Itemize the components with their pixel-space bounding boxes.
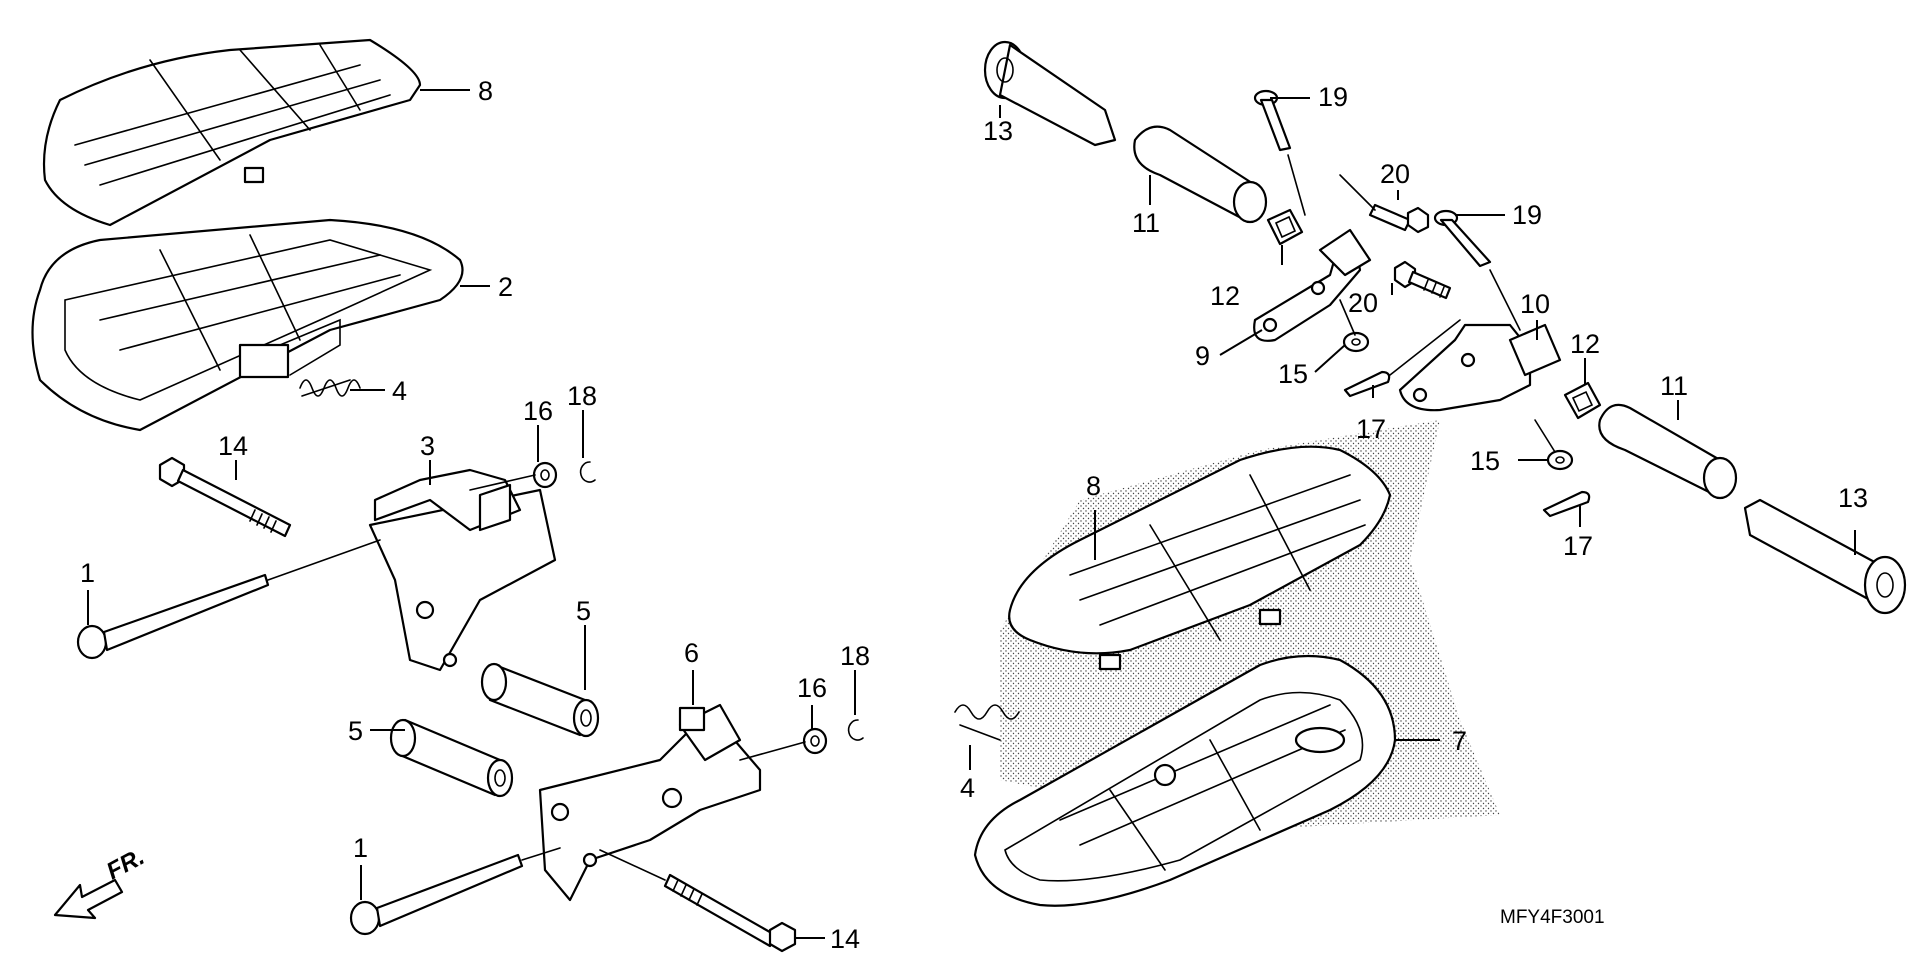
callout-6: 6	[684, 638, 699, 668]
callout-3: 3	[420, 431, 435, 461]
callout-11-upper: 11	[1132, 208, 1160, 238]
front-arrow-icon	[53, 878, 124, 920]
part-12-washer-lower	[1563, 381, 1602, 420]
part-16-washer-upper	[532, 461, 558, 489]
callout-7: 7	[1452, 726, 1467, 756]
part-15-washer-upper	[1342, 331, 1370, 353]
callout-8-right: 8	[1086, 471, 1101, 501]
part-5-collar-lower	[389, 718, 514, 798]
part-5-collar-upper	[480, 662, 600, 738]
part-2-floorboard-left	[31, 218, 464, 432]
part-8-floorboard-rubber-left	[42, 38, 422, 227]
callout-16-lower: 16	[797, 673, 827, 703]
front-marker: FR.	[102, 843, 149, 885]
part-10-bracket	[1389, 319, 1562, 412]
leader-lines	[87, 89, 1856, 939]
callouts: 8 2 4 3 14 16 18 1 5 6 16 18 5 1 14 13 1…	[80, 76, 1868, 954]
part-12-washer-upper	[1266, 208, 1304, 246]
part-18-clip-upper	[579, 461, 596, 483]
callout-5-lower: 5	[348, 716, 363, 746]
part-16-washer-lower	[802, 727, 828, 755]
part-17-cotter-pin-upper	[1343, 370, 1391, 398]
part-19-pin-lower	[1433, 209, 1521, 331]
callout-12-lower: 12	[1570, 329, 1600, 359]
callout-17-lower: 17	[1563, 531, 1593, 561]
part-11-footpeg-rubber-lower	[1598, 403, 1738, 500]
part-17-cotter-pin-lower	[1542, 490, 1591, 518]
part-8-floorboard-rubber-right	[1008, 445, 1392, 671]
callout-11-lower: 11	[1660, 371, 1688, 401]
callout-5-upper: 5	[576, 596, 591, 626]
part-20-bolt-lower	[1393, 260, 1452, 300]
part-11-footpeg-rubber-upper	[1133, 125, 1268, 224]
part-13-pin-upper	[983, 40, 1117, 147]
callout-18-lower: 18	[840, 641, 870, 671]
part-4-spring-right	[954, 704, 1020, 741]
part-15-washer-lower	[1546, 449, 1574, 471]
part-13-pin-lower	[1743, 498, 1907, 615]
callout-8-left: 8	[478, 76, 493, 106]
part-18-clip-lower	[847, 719, 864, 741]
callout-14-upper: 14	[218, 431, 248, 461]
callout-4-right: 4	[960, 773, 975, 803]
callout-4-left: 4	[392, 376, 407, 406]
part-4-spring-left	[299, 379, 361, 397]
part-14-bolt-lower	[599, 849, 797, 953]
callout-20-upper: 20	[1380, 159, 1410, 189]
callout-2: 2	[498, 272, 513, 302]
part-1-pin-lower	[349, 847, 561, 936]
callout-17-upper: 17	[1356, 414, 1386, 444]
part-19-pin-upper	[1253, 89, 1306, 216]
callout-12-upper: 12	[1210, 281, 1240, 311]
part-3-bracket	[368, 468, 557, 672]
callout-19-upper: 19	[1318, 82, 1348, 112]
part-7-floorboard-right	[973, 654, 1397, 907]
callout-9: 9	[1195, 341, 1210, 371]
part-1-pin-upper	[76, 539, 381, 660]
part-6-bracket-lower	[538, 703, 762, 902]
part-9-bracket	[1253, 228, 1372, 342]
part-14-bolt-upper	[158, 456, 292, 538]
callout-14-lower: 14	[830, 924, 860, 954]
callout-15-lower: 15	[1470, 446, 1500, 476]
callout-13-upper: 13	[983, 116, 1013, 146]
callout-18-upper: 18	[567, 381, 597, 411]
callout-15-upper: 15	[1278, 359, 1308, 389]
callout-19-lower: 19	[1512, 200, 1542, 230]
callout-20-lower: 20	[1348, 288, 1378, 318]
callout-10: 10	[1520, 289, 1550, 319]
part-20-bolt-upper	[1339, 174, 1430, 234]
callout-16-upper: 16	[523, 396, 553, 426]
callout-1-lower: 1	[353, 833, 368, 863]
callout-13-lower: 13	[1838, 483, 1868, 513]
callout-1-upper: 1	[80, 558, 95, 588]
diagram-code: MFY4F3001	[1500, 907, 1605, 928]
